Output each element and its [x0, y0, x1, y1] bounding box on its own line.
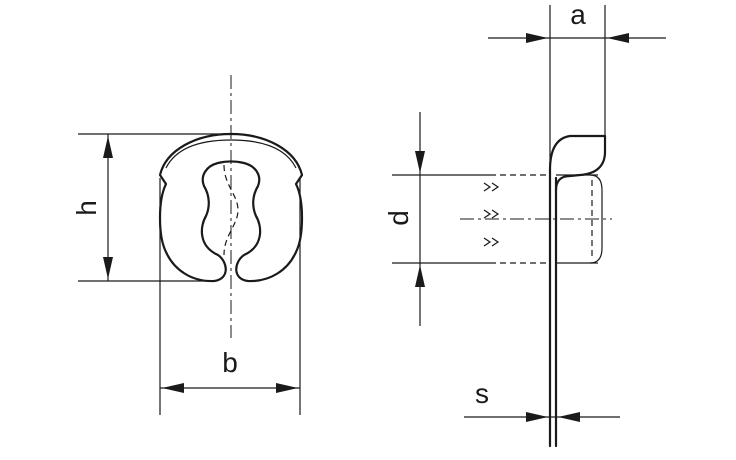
a-arrow-left	[526, 33, 548, 43]
clip-hidden-contour	[223, 164, 239, 256]
s-label: s	[475, 378, 489, 409]
h-label: h	[71, 200, 102, 216]
b-arrow-right	[276, 383, 298, 393]
break-mark-2	[483, 209, 500, 219]
front-view	[158, 75, 304, 338]
d-arrow-bottom	[415, 265, 425, 287]
dimension-a: a	[488, 0, 666, 170]
dimension-h: h	[71, 133, 231, 282]
clip-outer-outline	[158, 132, 304, 283]
side-view	[460, 134, 612, 448]
d-arrow-top	[415, 151, 425, 173]
s-arrow-right	[558, 412, 580, 422]
dimension-b: b	[159, 178, 301, 415]
break-mark-1	[483, 182, 500, 192]
s-arrow-left	[526, 412, 548, 422]
h-arrow-top	[103, 136, 113, 158]
clip-rim-line	[165, 139, 297, 169]
d-label: d	[383, 210, 414, 226]
a-label: a	[570, 0, 586, 30]
break-mark-3	[483, 237, 500, 247]
groove-end	[589, 174, 603, 264]
b-label: b	[222, 347, 238, 378]
h-arrow-bottom	[103, 257, 113, 279]
dimension-d: d	[383, 112, 490, 326]
plate-bent-flange	[548, 134, 607, 192]
a-arrow-right	[607, 33, 629, 43]
dimension-s: s	[464, 378, 620, 422]
b-arrow-left	[162, 383, 184, 393]
